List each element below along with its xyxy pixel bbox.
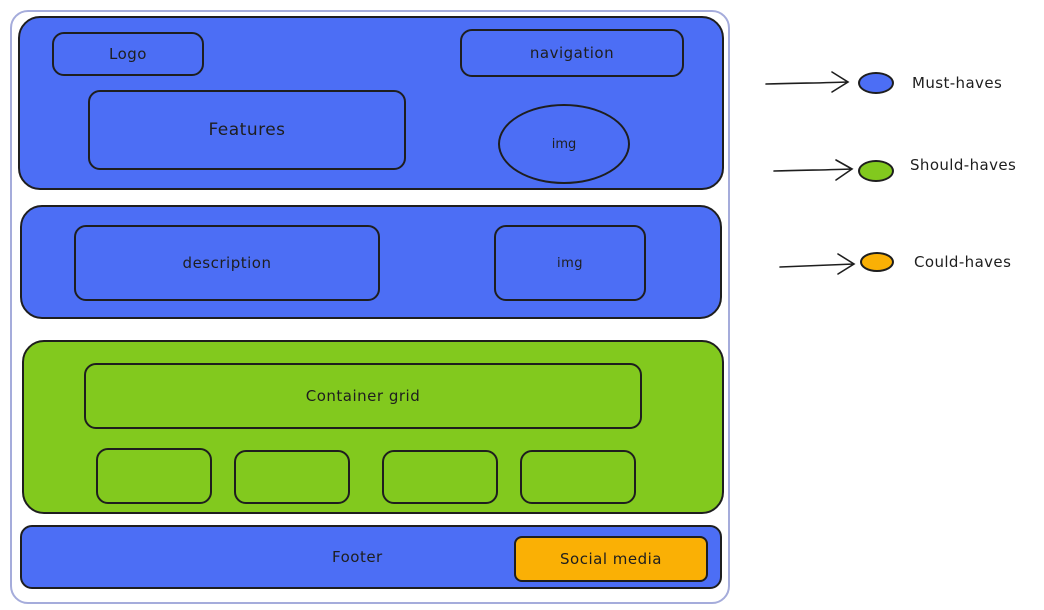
legend-swatch-could — [860, 252, 894, 272]
grid-cell — [96, 448, 212, 504]
legend-arrow-could — [779, 253, 856, 275]
legend-label-must: Must-haves — [912, 74, 1003, 92]
header-img-label: img — [551, 136, 577, 152]
features-label: Features — [208, 120, 286, 140]
description-img-label: img — [556, 255, 584, 271]
legend-arrow-must — [765, 71, 850, 93]
description-box: description — [74, 225, 380, 301]
header-img-ellipse: img — [498, 104, 630, 184]
grid-cell — [382, 450, 498, 504]
features-box: Features — [88, 90, 406, 170]
description-label: description — [182, 254, 272, 272]
legend-label-should: Should-haves — [910, 156, 1017, 174]
footer-label: Footer — [332, 548, 383, 566]
social-media-box: Social media — [514, 536, 708, 582]
logo-box: Logo — [52, 32, 204, 76]
legend-swatch-must — [858, 72, 894, 94]
legend-label-could: Could-haves — [914, 253, 1012, 271]
grid-cell — [520, 450, 636, 504]
legend-arrow-should — [773, 159, 854, 181]
container-grid-box: Container grid — [84, 363, 642, 429]
legend-swatch-should — [858, 160, 894, 182]
legend-arrows — [765, 71, 856, 275]
logo-label: Logo — [109, 45, 147, 63]
grid-cell — [234, 450, 350, 504]
social-media-label: Social media — [560, 550, 662, 568]
navigation-label: navigation — [529, 44, 615, 62]
navigation-box: navigation — [460, 29, 684, 77]
container-grid-label: Container grid — [305, 387, 421, 405]
description-img-box: img — [494, 225, 646, 301]
